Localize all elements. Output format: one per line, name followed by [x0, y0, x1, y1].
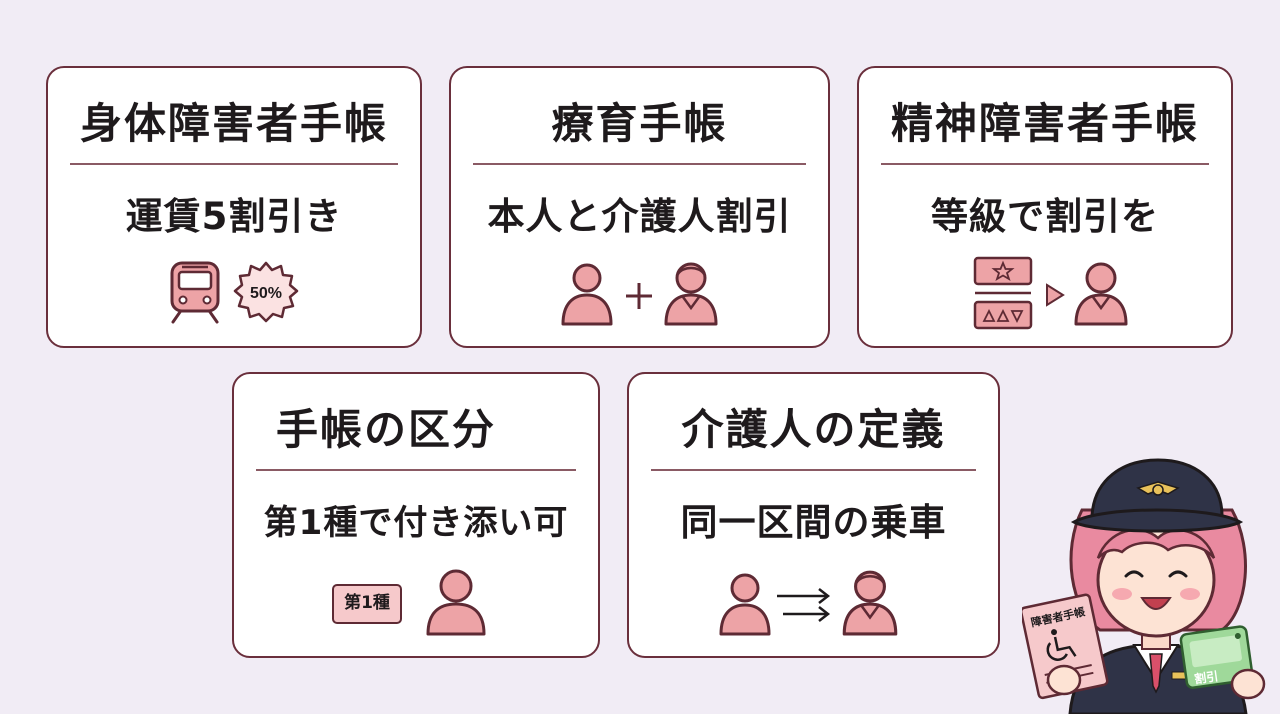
card-caregiver-definition: 介護人の定義 同一区間の乗車 — [627, 372, 1000, 658]
card-subtitle: 等級で割引を — [931, 195, 1159, 238]
id-tag-icon: 第1種 — [332, 584, 402, 624]
card-subtitle: 本人と介護人割引 — [487, 195, 792, 238]
card-label: 割引 — [1193, 668, 1219, 686]
card-title: 精神障害者手帳 — [890, 99, 1199, 148]
card-rehabilitation: 療育手帳 本人と介護人割引 — [449, 66, 830, 348]
card-title: 療育手帳 — [551, 99, 728, 148]
card-icons — [859, 256, 1231, 332]
card-title: 介護人の定義 — [681, 405, 946, 454]
card-booklet-category: 手帳の区分 第1種で付き添い可 第1種 — [232, 372, 600, 658]
plus-icon — [626, 283, 652, 309]
divider — [651, 469, 976, 471]
badge-50-percent-icon: 50% — [233, 261, 299, 323]
card-physical-disability: 身体障害者手帳 運賃5割引き 50% — [46, 66, 422, 348]
divider — [473, 163, 806, 165]
person-icon — [719, 573, 771, 636]
arrow-right-icon — [1046, 283, 1065, 307]
person-icon — [1074, 262, 1128, 326]
caregiver-person-icon — [842, 570, 898, 636]
person-icon — [561, 263, 613, 326]
train-icon — [170, 261, 220, 324]
card-icons — [451, 256, 828, 332]
person-icon — [426, 569, 486, 636]
card-subtitle: 運賃5割引き — [125, 195, 343, 238]
double-arrow-icon — [777, 588, 831, 622]
wheelchair-icon — [1046, 629, 1077, 661]
card-title: 身体障害者手帳 — [79, 99, 388, 148]
card-subtitle: 第1種で付き添い可 — [263, 503, 569, 543]
grade-card-icon — [973, 256, 1033, 330]
badge-text: 50% — [250, 285, 282, 302]
card-mental-disability: 精神障害者手帳 等級で割引を — [857, 66, 1233, 348]
card-icons: 50% — [48, 256, 420, 332]
card-subtitle: 同一区間の乗車 — [680, 501, 947, 544]
divider — [256, 469, 576, 471]
conductor-illustration: 障害者手帳 割引 — [1022, 458, 1266, 714]
caregiver-person-icon — [664, 262, 718, 326]
card-title: 手帳の区分 — [275, 405, 496, 454]
divider — [70, 163, 398, 165]
card-icons — [629, 562, 998, 638]
card-icons: 第1種 — [234, 562, 598, 638]
tag-label: 第1種 — [344, 593, 390, 613]
divider — [881, 163, 1209, 165]
